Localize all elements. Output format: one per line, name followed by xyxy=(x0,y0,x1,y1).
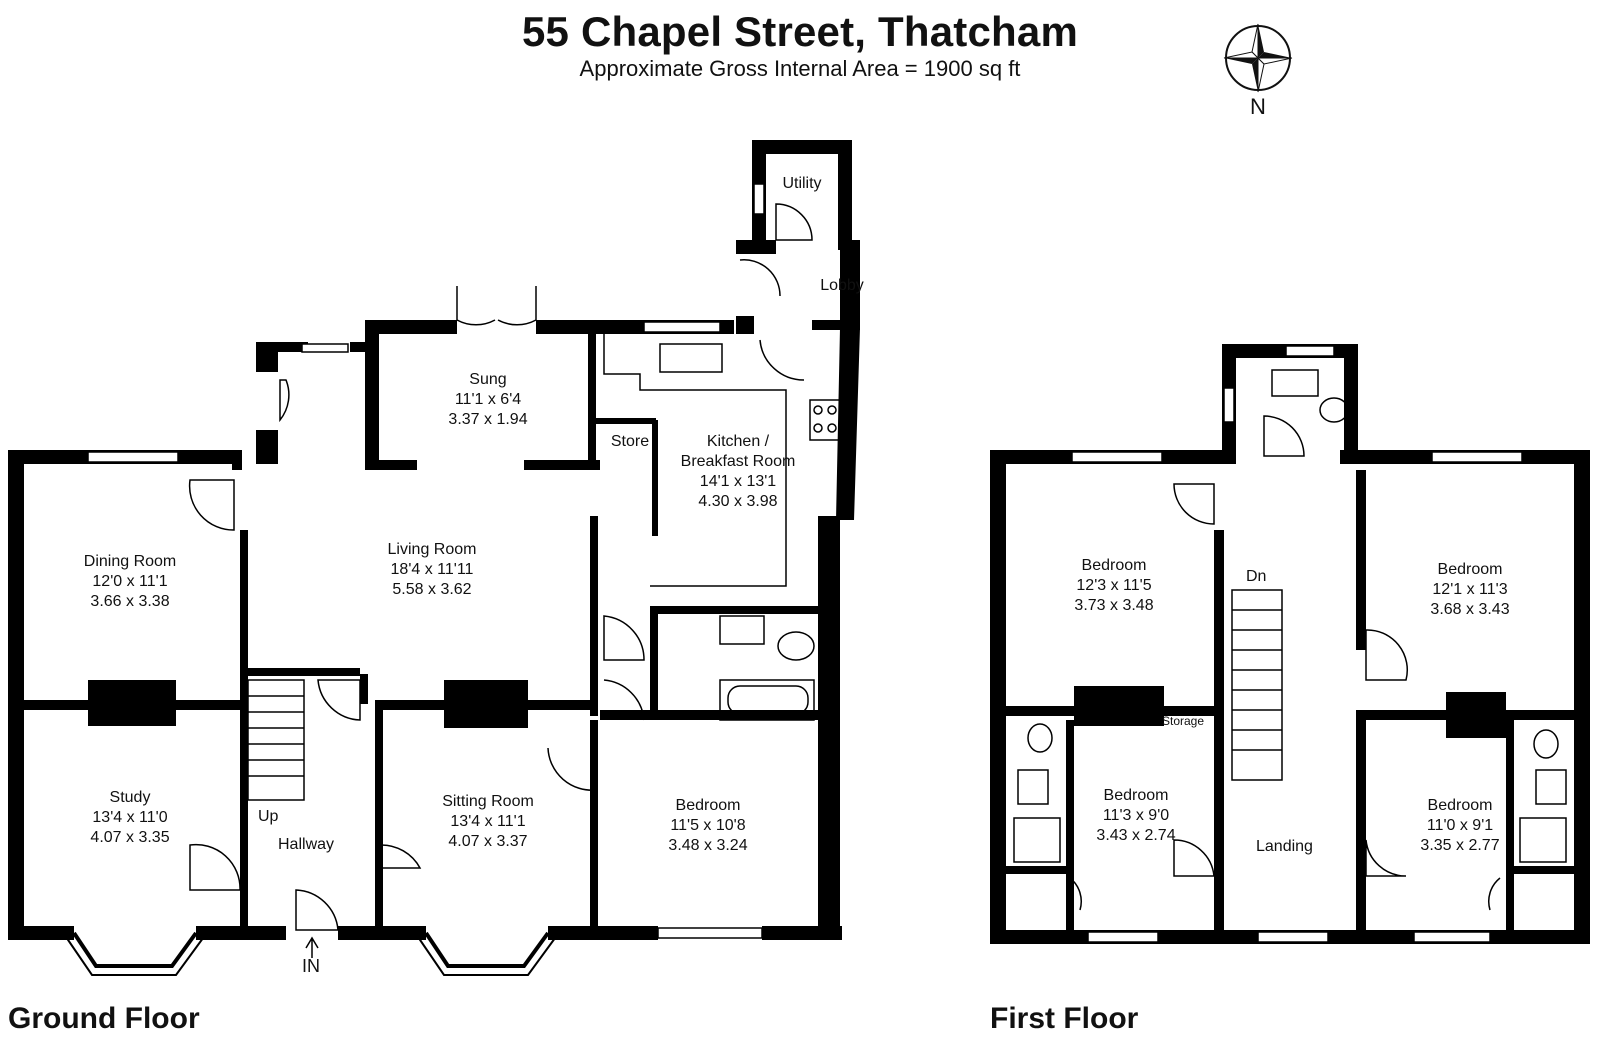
room-living: Living Room 18'4 x 11'11 5.58 x 3.62 xyxy=(388,540,477,600)
room-name-2: Breakfast Room xyxy=(680,453,796,470)
first-floor-details xyxy=(1013,345,1567,943)
room-metric: 4.07 x 3.37 xyxy=(448,833,528,850)
room-metric: 3.43 x 2.74 xyxy=(1096,827,1176,844)
room-hallway: Hallway xyxy=(278,836,335,853)
room-sitting: Sitting Room 13'4 x 11'1 4.07 x 3.37 xyxy=(442,792,534,852)
room-dining: Dining Room 12'0 x 11'1 3.66 x 3.38 xyxy=(84,552,176,612)
area-label: Approximate Gross Internal Area = xyxy=(579,56,918,81)
ground-floor-label: Ground Floor xyxy=(8,1002,200,1035)
room-name: Utility xyxy=(782,175,822,192)
room-bedroom-ne: Bedroom 12'1 x 11'3 3.68 x 3.43 xyxy=(1430,560,1509,620)
room-name: Bedroom xyxy=(1437,561,1503,578)
first-floor-label: First Floor xyxy=(990,1002,1139,1035)
area-value: 1900 sq ft xyxy=(923,56,1021,81)
page-title: 55 Chapel Street, Thatcham xyxy=(521,8,1079,55)
room-sung: Sung 11'1 x 6'4 3.37 x 1.94 xyxy=(448,370,527,430)
room-imperial: 13'4 x 11'1 xyxy=(450,813,526,830)
room-storage: Storage xyxy=(1162,714,1205,728)
room-landing: Landing xyxy=(1256,838,1313,855)
room-imperial: 18'4 x 11'11 xyxy=(390,561,474,578)
room-metric: 3.68 x 3.43 xyxy=(1430,601,1510,618)
room-imperial: 13'4 x 11'0 xyxy=(92,809,168,826)
room-bedroom-se: Bedroom 11'0 x 9'1 3.35 x 2.77 xyxy=(1420,796,1499,856)
stairs-down-label: Dn xyxy=(1246,568,1267,585)
room-imperial: 11'5 x 10'8 xyxy=(670,817,746,834)
room-name: Bedroom xyxy=(1427,797,1493,814)
ground-floor-details xyxy=(87,183,841,958)
compass-rose-icon: N xyxy=(1220,20,1296,120)
room-metric: 3.66 x 3.38 xyxy=(90,593,170,610)
room-store: Store xyxy=(611,432,649,452)
room-imperial: 14'1 x 13'1 xyxy=(699,473,777,490)
room-imperial: 11'1 x 6'4 xyxy=(454,391,522,408)
room-ground-bedroom: Bedroom 11'5 x 10'8 3.48 x 3.24 xyxy=(668,796,747,856)
room-study: Study 13'4 x 11'0 4.07 x 3.35 xyxy=(90,788,169,848)
compass-north-label: N xyxy=(1250,94,1266,119)
room-name: Living Room xyxy=(387,541,477,558)
room-metric: 4.07 x 3.35 xyxy=(90,829,170,846)
room-lobby: Lobby xyxy=(820,276,864,296)
room-name: Sung xyxy=(469,371,507,388)
room-imperial: 11'3 x 9'0 xyxy=(1102,807,1170,824)
room-kitchen: Kitchen / Breakfast Room 14'1 x 13'1 4.3… xyxy=(681,432,796,512)
entrance-label: IN xyxy=(302,956,320,976)
page-subtitle: Approximate Gross Internal Area = 1900 s… xyxy=(0,56,1600,82)
room-metric: 3.73 x 3.48 xyxy=(1074,597,1154,614)
room-name: Study xyxy=(109,789,151,806)
room-metric: 3.35 x 2.77 xyxy=(1420,837,1500,854)
room-imperial: 11'0 x 9'1 xyxy=(1426,817,1494,834)
room-name: Sitting Room xyxy=(442,793,534,810)
room-imperial: 12'1 x 11'3 xyxy=(1432,581,1508,598)
room-name: Bedroom xyxy=(675,797,741,814)
ground-floor-walls xyxy=(8,140,860,976)
room-utility: Utility xyxy=(782,174,821,194)
room-imperial: 12'3 x 11'5 xyxy=(1076,577,1152,594)
room-name: Bedroom xyxy=(1103,787,1169,804)
room-metric: 4.30 x 3.98 xyxy=(698,493,778,510)
room-name: Bedroom xyxy=(1081,557,1147,574)
room-imperial: 12'0 x 11'1 xyxy=(92,573,168,590)
room-metric: 3.37 x 1.94 xyxy=(448,411,528,428)
room-name: Lobby xyxy=(820,277,864,294)
room-name: Dining Room xyxy=(83,553,177,570)
room-bedroom-nw: Bedroom 12'3 x 11'5 3.73 x 3.48 xyxy=(1074,556,1153,616)
room-bedroom-sw: Bedroom 11'3 x 9'0 3.43 x 2.74 xyxy=(1096,786,1175,846)
room-name: Kitchen / xyxy=(706,433,770,450)
room-metric: 5.58 x 3.62 xyxy=(392,581,472,598)
stairs-up-label: Up xyxy=(258,808,279,825)
room-metric: 3.48 x 3.24 xyxy=(668,837,748,854)
room-name: Store xyxy=(610,433,650,450)
